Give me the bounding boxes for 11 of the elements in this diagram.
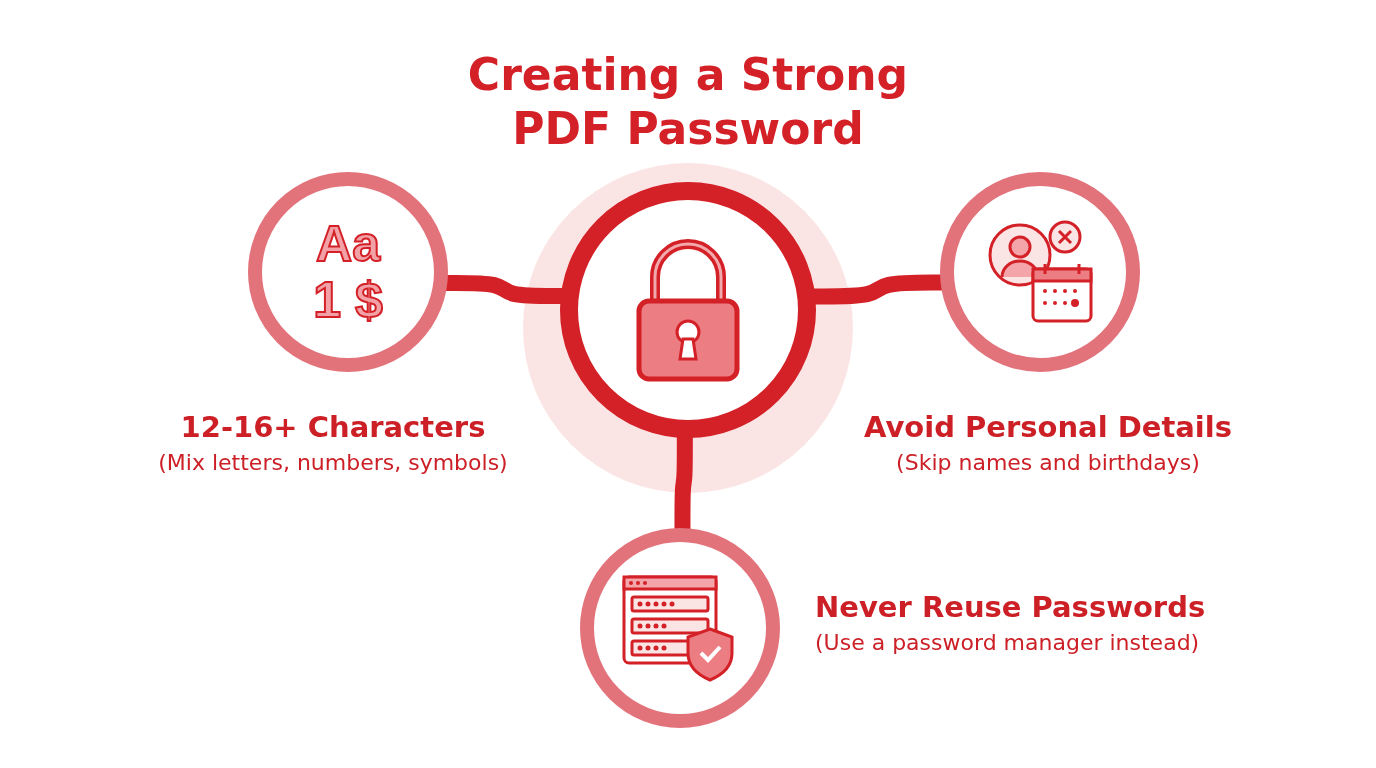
step-heading: Avoid Personal Details [864, 410, 1232, 444]
connector [674, 435, 693, 531]
title-text: Creating a Strong PDF Password [466, 48, 910, 156]
step-heading: 12-16+ Characters [180, 410, 486, 444]
character-sample-text: Aa 1 $ [312, 216, 384, 328]
connector [445, 274, 563, 304]
step-description: (Skip names and birthdays) [896, 450, 1200, 475]
step-description: (Use a password manager instead) [815, 630, 1200, 655]
connector [813, 274, 943, 305]
step-heading: Never Reuse Passwords [815, 590, 1206, 624]
step-description: (Mix letters, numbers, symbols) [158, 450, 508, 475]
